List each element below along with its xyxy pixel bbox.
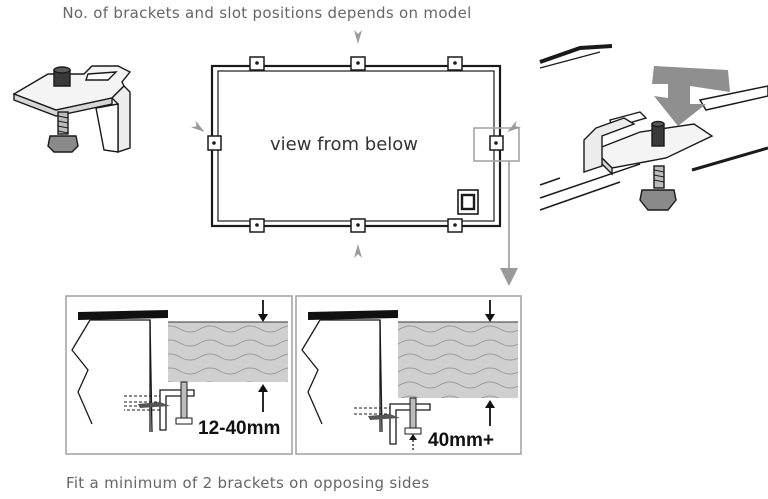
detail-panel-right [295, 295, 522, 455]
measurement-right: 40mm+ [426, 430, 497, 452]
top-caption: No. of brackets and slot positions depen… [62, 4, 472, 22]
panel-bracket-bottom-3 [447, 218, 463, 233]
bottom-caption: Fit a minimum of 2 brackets on opposing … [66, 474, 430, 492]
bracket-illustration-left [12, 65, 132, 153]
bracket-illustration-right [539, 44, 768, 211]
panel-bracket-top-2 [350, 56, 366, 71]
position-arrows [190, 30, 522, 258]
panel-bracket-left [207, 135, 222, 151]
view-label: view from below [270, 134, 419, 155]
panel-bracket-top-3 [447, 56, 463, 71]
panel-bracket-bottom-2 [350, 218, 366, 233]
measurement-left: 12-40mm [196, 418, 283, 440]
arrow-up-icon [354, 244, 362, 258]
detail-panel-left [65, 295, 293, 455]
arrow-left-icon [507, 120, 522, 133]
panel-bracket-bottom-1 [249, 218, 265, 233]
panel-bracket-right [489, 135, 504, 151]
detail-highlight-box [473, 127, 520, 162]
leader-arrow-icon [500, 161, 518, 286]
panel-bracket-top-1 [249, 56, 265, 71]
junction-box-icon [457, 189, 479, 215]
arrow-right-icon [190, 120, 205, 133]
push-down-arrow-icon [652, 66, 730, 126]
arrow-down-icon [354, 30, 362, 44]
